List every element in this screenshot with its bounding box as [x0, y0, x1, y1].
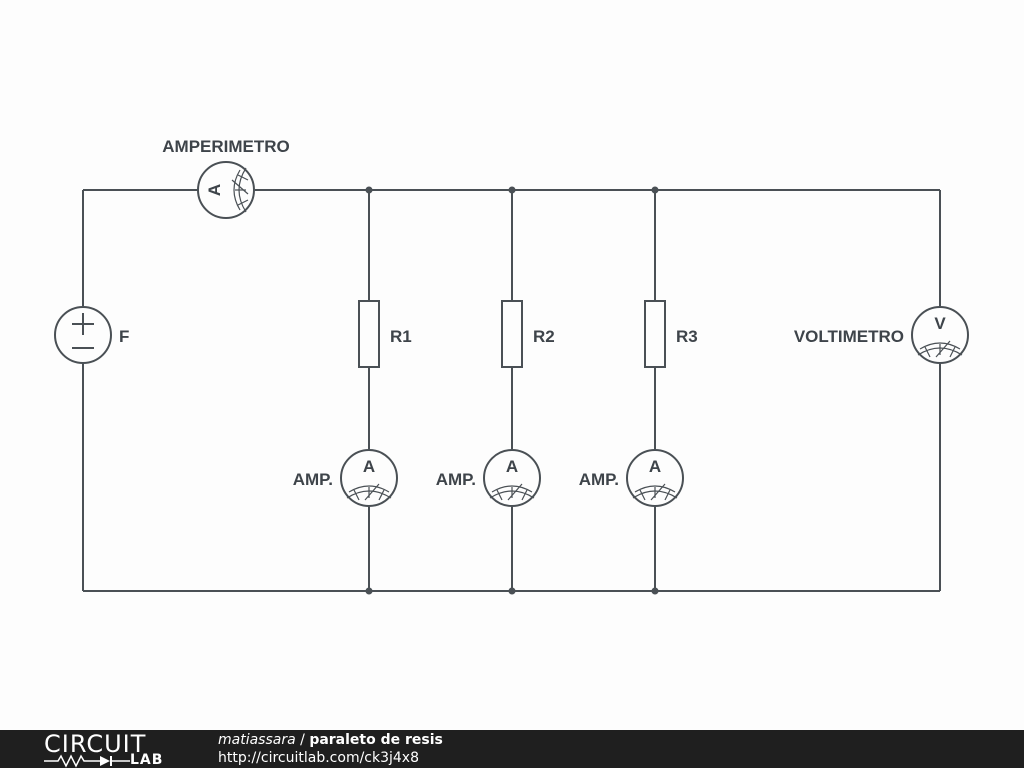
resistor-r1	[358, 300, 380, 368]
branch-ammeter-2: A	[483, 449, 541, 507]
junction-dot	[365, 587, 373, 595]
circuit-title[interactable]: paraleto de resis	[309, 732, 443, 748]
circuit-url[interactable]: http://circuitlab.com/ck3j4x8	[218, 750, 419, 766]
logo-text-top: CIRCUIT	[44, 730, 147, 758]
resistor-diode-icon	[44, 754, 130, 768]
voltmeter-symbol: V	[934, 314, 946, 333]
wires	[82, 189, 941, 592]
credit-separator: /	[295, 732, 310, 748]
main-ammeter: A	[197, 161, 255, 219]
ammeter-symbol: A	[649, 457, 661, 476]
junction-dot	[651, 587, 659, 595]
voltage-source	[54, 306, 112, 364]
junction-dot	[508, 186, 516, 194]
resistor-r3-label: R3	[676, 327, 698, 346]
junction-dot	[365, 186, 373, 194]
schematic: A AMPERIMETRO F R1 R2 R3 A AMP.	[54, 137, 969, 595]
resistor-r1-label: R1	[390, 327, 412, 346]
resistor-r3	[644, 300, 666, 368]
junction-dot	[508, 587, 516, 595]
footer-bar: CIRCUIT LAB matiassara / paraleto de res…	[0, 730, 1024, 768]
resistor-r2-label: R2	[533, 327, 555, 346]
voltmeter-label: VOLTIMETRO	[794, 327, 904, 346]
resistor-r2	[501, 300, 523, 368]
logo-text-bottom: LAB	[130, 752, 164, 768]
branch-ammeter-3-label: AMP.	[579, 470, 619, 489]
junction-dot	[651, 186, 659, 194]
main-ammeter-label: AMPERIMETRO	[162, 137, 290, 156]
source-label: F	[119, 327, 129, 346]
voltmeter: V	[911, 306, 969, 364]
branch-ammeter-1-label: AMP.	[293, 470, 333, 489]
branch-ammeter-3: A	[626, 449, 684, 507]
circuitlab-logo[interactable]: CIRCUIT LAB	[44, 730, 174, 768]
ammeter-symbol: A	[363, 457, 375, 476]
junction-dots	[365, 186, 659, 595]
branch-ammeter-1: A	[340, 449, 398, 507]
ammeter-symbol: A	[205, 184, 224, 196]
ammeter-symbol: A	[506, 457, 518, 476]
author-name[interactable]: matiassara	[218, 732, 296, 748]
branch-ammeter-2-label: AMP.	[436, 470, 476, 489]
circuit-credit: matiassara / paraleto de resis	[218, 731, 443, 749]
